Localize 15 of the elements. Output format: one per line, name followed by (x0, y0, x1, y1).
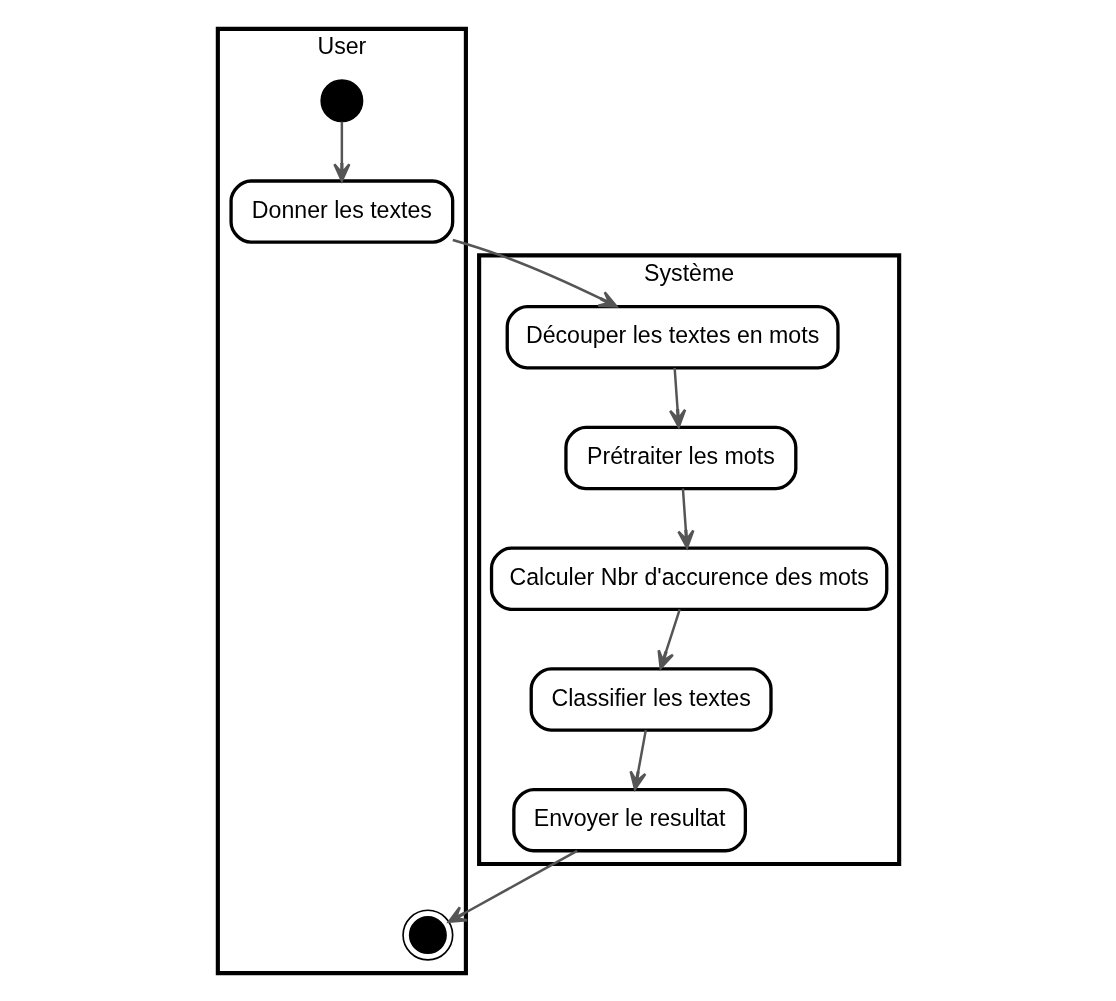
node-box: Découper les textes en mots (505, 304, 840, 370)
node-box: Classifier les textes (529, 666, 773, 732)
node-box: Donner les textes (228, 178, 454, 244)
arrow (656, 608, 681, 670)
arrow (676, 488, 695, 549)
node-bullseye (401, 908, 453, 961)
arrow (628, 729, 647, 790)
node-box: Envoyer le resultat (511, 787, 747, 852)
arrow (447, 849, 578, 923)
arrow (451, 238, 618, 308)
node-circle (319, 78, 363, 122)
node-box: Prétraiter les mots (563, 425, 797, 490)
arrow (332, 121, 351, 182)
arrow (668, 367, 686, 428)
node-box: Calculer Nbr d'accurence des mots (489, 545, 888, 611)
